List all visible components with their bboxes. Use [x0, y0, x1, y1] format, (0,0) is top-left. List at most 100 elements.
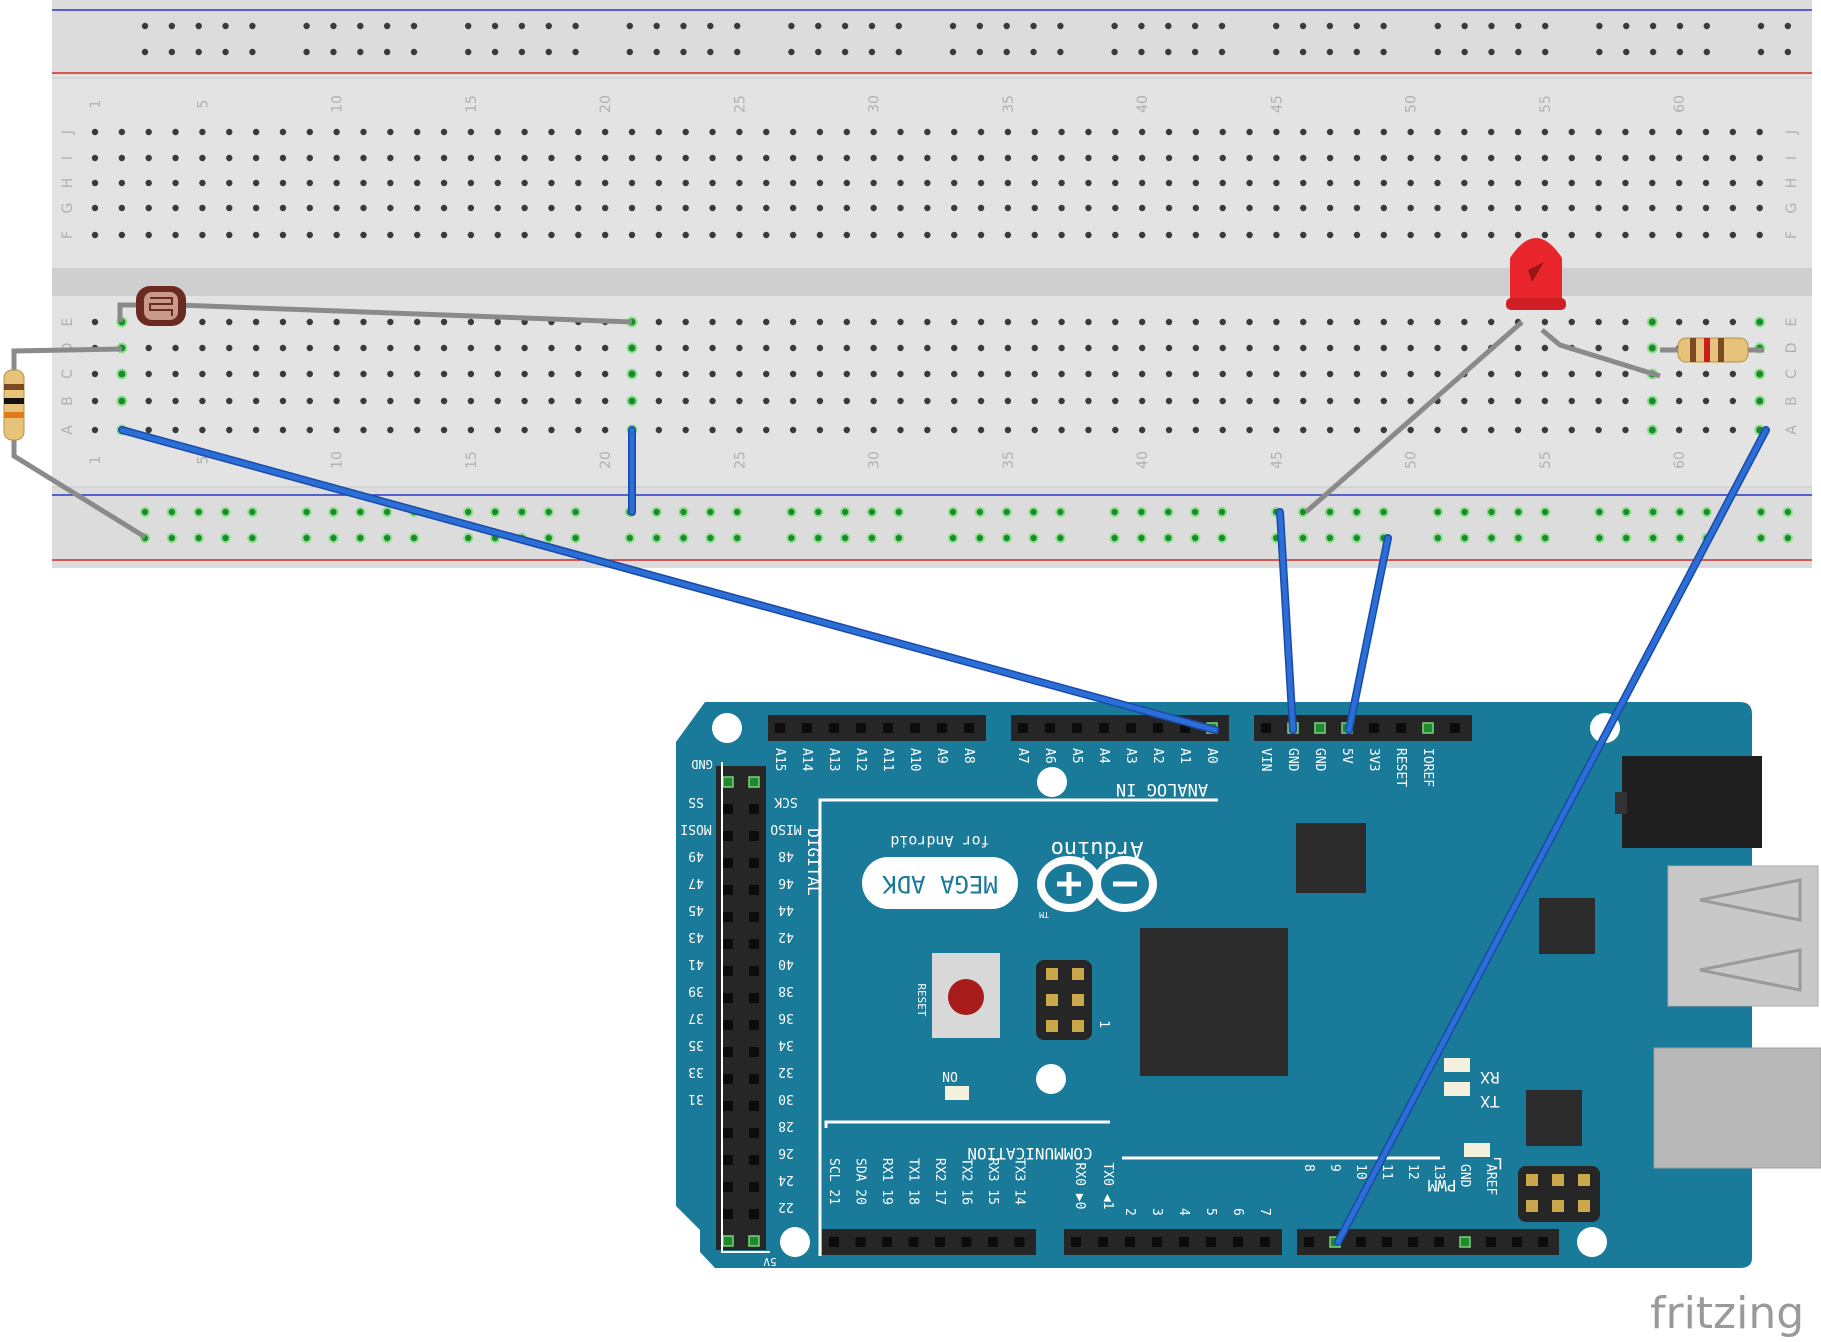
header-pin[interactable] — [1434, 1237, 1444, 1247]
header-pin[interactable] — [829, 1237, 839, 1247]
header-pin[interactable] — [723, 1074, 733, 1084]
header-pin[interactable] — [1206, 1237, 1216, 1247]
header-pin[interactable] — [1152, 1237, 1162, 1247]
header-pin[interactable] — [722, 1235, 734, 1247]
breadboard-hole — [521, 128, 528, 136]
header-pin[interactable] — [1153, 723, 1163, 733]
header-pin[interactable] — [1314, 722, 1326, 734]
header-pin[interactable] — [1396, 723, 1406, 733]
header-pin[interactable] — [1125, 1237, 1135, 1247]
header-pin[interactable] — [964, 723, 974, 733]
header-pin[interactable] — [749, 1128, 759, 1138]
header-pin[interactable] — [1045, 723, 1055, 733]
breadboard-hole — [1754, 368, 1766, 380]
header-pin[interactable] — [1014, 1237, 1025, 1247]
breadboard-hole — [816, 231, 824, 239]
header-pin[interactable] — [723, 831, 733, 841]
header-pin[interactable] — [937, 723, 947, 733]
header-pin[interactable] — [723, 1182, 733, 1192]
header-pin[interactable] — [722, 776, 734, 788]
header-pin[interactable] — [723, 939, 733, 949]
header-pin[interactable] — [1071, 1237, 1081, 1247]
breadboard-hole — [1192, 128, 1200, 136]
header-pin[interactable] — [802, 723, 812, 733]
header-pin[interactable] — [1538, 1237, 1548, 1247]
header-pin[interactable] — [1099, 723, 1109, 733]
header-pin[interactable] — [748, 776, 760, 788]
breadboard-hole — [279, 231, 287, 239]
header-pin[interactable] — [723, 966, 733, 976]
header-pin[interactable] — [961, 1237, 972, 1247]
header-pin[interactable] — [1072, 723, 1082, 733]
header-pin[interactable] — [749, 858, 759, 868]
breadboard-hole — [924, 397, 931, 405]
header-pin[interactable] — [1304, 1237, 1314, 1247]
header-pin[interactable] — [723, 1101, 733, 1111]
header-pin[interactable] — [723, 1047, 733, 1057]
header-pin[interactable] — [723, 804, 733, 814]
breadboard-hole — [1541, 231, 1549, 239]
header-pin[interactable] — [723, 1209, 733, 1219]
breadboard-hole — [843, 370, 850, 378]
header-pin[interactable] — [749, 1182, 759, 1192]
breadboard-hole — [279, 154, 287, 162]
header-pin[interactable] — [883, 723, 893, 733]
header-pin[interactable] — [749, 1074, 759, 1084]
header-pin[interactable] — [910, 723, 920, 733]
header-pin[interactable] — [829, 723, 839, 733]
header-pin[interactable] — [1486, 1237, 1496, 1247]
rail-hole — [1596, 22, 1603, 30]
header-pin[interactable] — [1180, 723, 1190, 733]
header-pin[interactable] — [935, 1237, 945, 1247]
header-pin[interactable] — [1459, 1236, 1471, 1248]
header-pin[interactable] — [723, 912, 733, 922]
header-pin[interactable] — [1382, 1237, 1392, 1247]
header-pin[interactable] — [1261, 723, 1271, 733]
header-pin[interactable] — [749, 1209, 759, 1219]
header-pin[interactable] — [1356, 1237, 1366, 1247]
header-pin[interactable] — [855, 1237, 866, 1247]
breadboard-hole — [1031, 154, 1038, 162]
header-pin[interactable] — [749, 1047, 759, 1057]
header-pin[interactable] — [908, 1237, 919, 1247]
header-pin[interactable] — [1260, 1237, 1270, 1247]
header-pin[interactable] — [723, 1128, 733, 1138]
header-pin[interactable] — [749, 831, 759, 841]
header-pin[interactable] — [882, 1237, 892, 1247]
header-pin[interactable] — [856, 723, 866, 733]
header-pin[interactable] — [723, 993, 733, 1003]
header-pin[interactable] — [1179, 1237, 1189, 1247]
breadboard-hole — [1568, 204, 1575, 212]
header-pin[interactable] — [749, 912, 759, 922]
header-pin[interactable] — [723, 858, 733, 868]
photoresistor-track — [149, 297, 173, 316]
header-pin[interactable] — [1408, 1237, 1418, 1247]
header-pin[interactable] — [775, 723, 785, 733]
pin-label: A6 — [1042, 748, 1057, 764]
header-pin[interactable] — [748, 1235, 760, 1247]
header-pin[interactable] — [1512, 1237, 1522, 1247]
header-pin[interactable] — [1369, 723, 1379, 733]
breadboard-hole — [1756, 204, 1763, 212]
header-pin[interactable] — [1018, 723, 1028, 733]
header-pin[interactable] — [749, 1020, 759, 1030]
breadboard-hole — [1461, 204, 1468, 212]
header-pin[interactable] — [1233, 1237, 1243, 1247]
header-pin[interactable] — [749, 804, 759, 814]
header-pin[interactable] — [723, 1020, 733, 1030]
reset-button[interactable] — [948, 979, 984, 1015]
header-pin[interactable] — [749, 1155, 759, 1165]
header-pin[interactable] — [749, 1101, 759, 1111]
header-pin[interactable] — [1126, 723, 1136, 733]
header-pin[interactable] — [1422, 722, 1434, 734]
header-pin[interactable] — [723, 1155, 733, 1165]
header-pin[interactable] — [1450, 723, 1460, 733]
header-pin[interactable] — [749, 939, 759, 949]
header-pin[interactable] — [749, 885, 759, 895]
header-pin[interactable] — [749, 966, 759, 976]
header-pin[interactable] — [723, 885, 733, 895]
rail-hole — [570, 532, 581, 544]
header-pin[interactable] — [988, 1237, 998, 1247]
header-pin[interactable] — [1098, 1237, 1108, 1247]
header-pin[interactable] — [749, 993, 759, 1003]
